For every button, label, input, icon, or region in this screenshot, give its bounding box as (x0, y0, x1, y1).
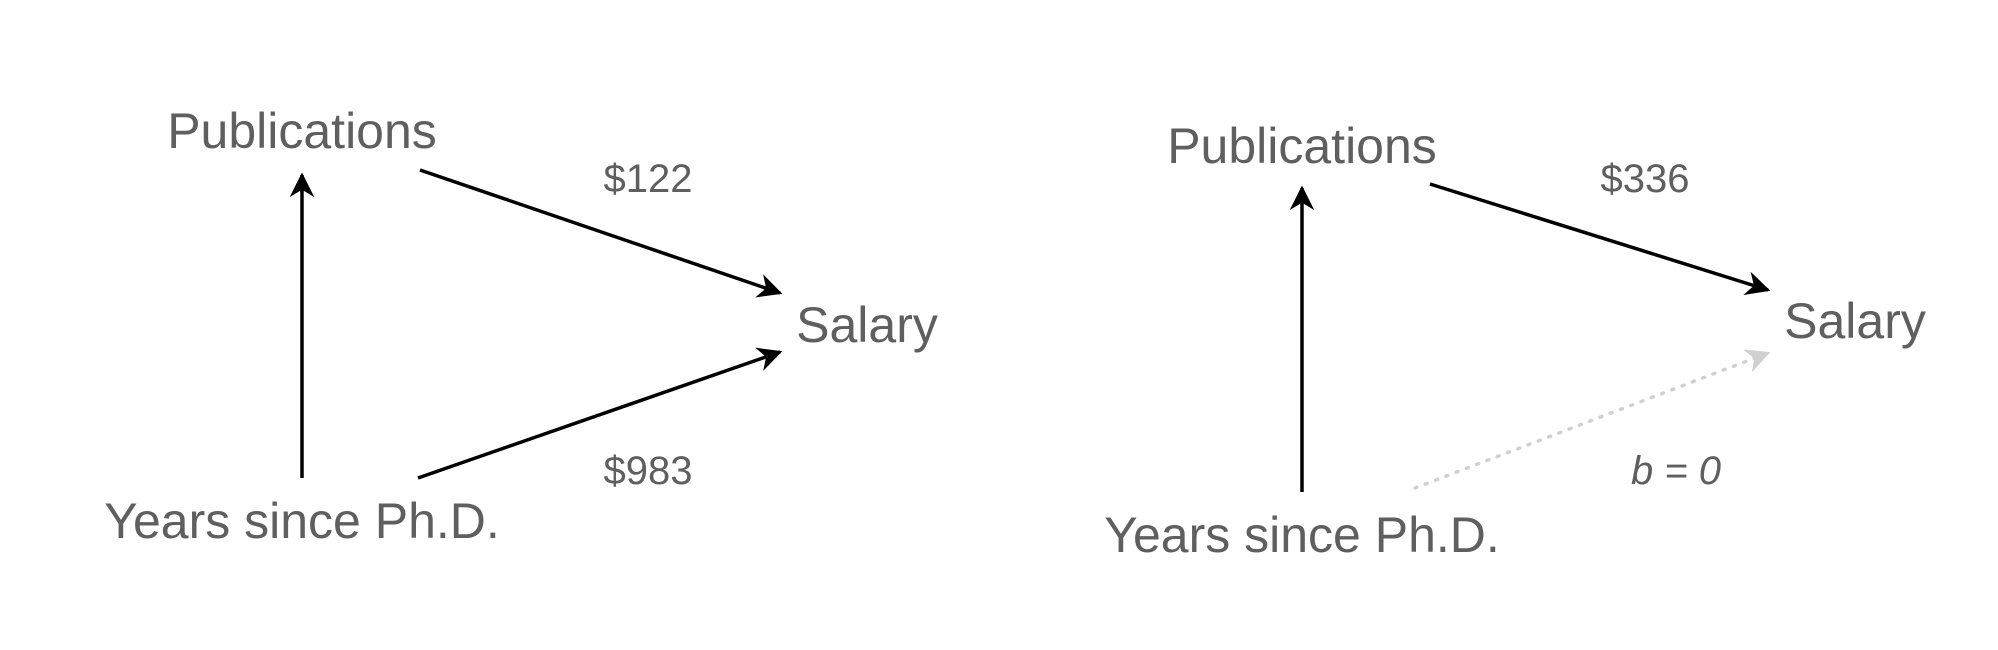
node-publications: Publications (167, 103, 437, 159)
node-publications: Publications (1167, 118, 1437, 174)
edge-label-years-salary: b = 0 (1631, 449, 1721, 493)
edge-label-publications-salary: $122 (604, 157, 693, 201)
arrow-publications-to-salary (1429, 182, 1771, 296)
arrow-years-to-salary-dotted (1413, 349, 1771, 490)
node-salary: Salary (796, 297, 938, 353)
diagram-left: Publications Years since Ph.D. Salary $1… (104, 103, 938, 549)
arrow-years-to-salary (417, 347, 783, 480)
node-salary: Salary (1784, 293, 1926, 349)
edge-label-publications-salary: $336 (1601, 157, 1690, 201)
node-years-since-phd: Years since Ph.D. (1104, 507, 1500, 563)
arrow-publications-to-salary (419, 168, 783, 298)
edge-label-years-salary: $983 (604, 449, 693, 493)
diagram-right: Publications Years since Ph.D. Salary $3… (1104, 118, 1926, 563)
node-years-since-phd: Years since Ph.D. (104, 493, 500, 549)
